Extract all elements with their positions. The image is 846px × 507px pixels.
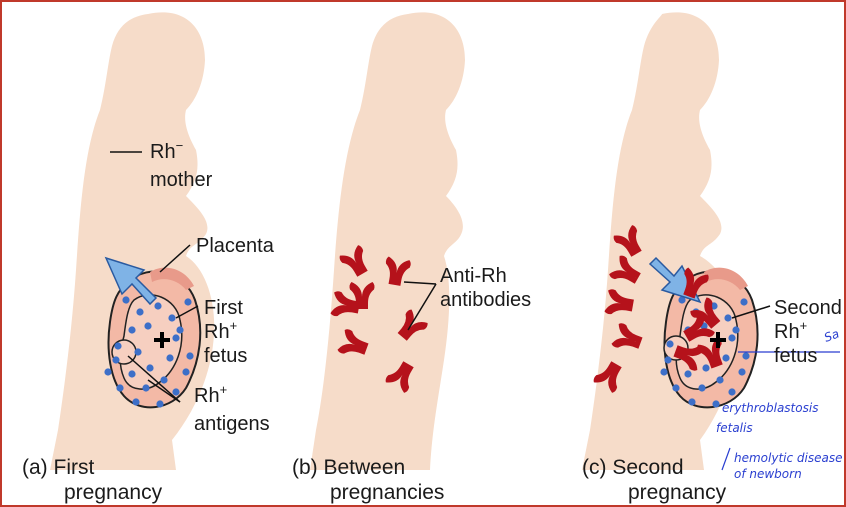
label-rh-antigen: Rh+ (194, 382, 227, 407)
label-placenta: Placenta (196, 235, 275, 257)
rbc-dot (672, 384, 679, 391)
ink-edge-note: Sa (822, 327, 841, 345)
rbc-dot (740, 298, 747, 305)
rbc-dot (182, 368, 189, 375)
rbc-dot (168, 314, 175, 321)
label-rh-plus-a: Rh+ (204, 318, 237, 343)
rbc-dot (184, 298, 191, 305)
label-second: Second (774, 297, 842, 319)
rbc-dot (146, 364, 153, 371)
rbc-dot (688, 398, 695, 405)
rbc-dot (104, 368, 111, 375)
rbc-dot (156, 400, 163, 407)
label-mother: mother (150, 169, 213, 191)
label-fetus-a: fetus (204, 345, 247, 367)
panel-b: Anti-Rh antibodies (b) Between pregnanci… (292, 12, 531, 504)
rbc-dot (176, 326, 183, 333)
rbc-dot (684, 370, 691, 377)
ink-fetalis: fetalis (716, 421, 753, 435)
rbc-dot (128, 326, 135, 333)
caption-b-line2: pregnancies (330, 481, 444, 504)
rbc-dot (128, 370, 135, 377)
rbc-dot (660, 368, 667, 375)
rbc-dot (664, 356, 671, 363)
label-antigens: antigens (194, 413, 270, 435)
panel-a: Rh− mother Placenta First Rh+ fetus Rh+ … (22, 12, 275, 504)
rbc-dot (112, 356, 119, 363)
rbc-dot (732, 326, 739, 333)
rbc-dot (160, 376, 167, 383)
panel-c: Second Rh+ fetus Sa (c) Second pregnancy… (582, 12, 842, 504)
rbc-dot (154, 302, 161, 309)
rbc-dot (712, 400, 719, 407)
ink-erythroblastosis: erythroblastosis (722, 401, 818, 415)
caption-a-line1: (a) First (22, 456, 94, 479)
rbc-dot (132, 398, 139, 405)
rbc-dot (142, 384, 149, 391)
ink-slash (722, 448, 730, 470)
rbc-dot (172, 334, 179, 341)
rbc-dot (114, 342, 121, 349)
caption-c-line2: pregnancy (628, 481, 727, 504)
rbc-dot (702, 364, 709, 371)
rbc-dot (134, 348, 141, 355)
rbc-dot (716, 376, 723, 383)
label-fetus-c: fetus (774, 345, 817, 367)
rbc-dot (722, 354, 729, 361)
mother-silhouette-b (310, 12, 465, 470)
ink-newborn: of newborn (734, 467, 802, 481)
label-antibodies: antibodies (440, 289, 531, 311)
rbc-dot (724, 314, 731, 321)
label-anti-rh: Anti-Rh (440, 265, 507, 287)
rbc-dot (728, 388, 735, 395)
rbc-dot (166, 354, 173, 361)
rbc-dot (698, 384, 705, 391)
rbc-dot (172, 388, 179, 395)
caption-b-line1: (b) Between (292, 456, 405, 479)
rbc-dot (742, 352, 749, 359)
caption-c-line1: (c) Second (582, 456, 684, 479)
rbc-dot (186, 352, 193, 359)
rbc-dot (122, 296, 129, 303)
rbc-dot (136, 308, 143, 315)
ink-hemolytic: hemolytic disease (734, 451, 842, 465)
label-first: First (204, 297, 243, 319)
label-rh-plus-c: Rh+ (774, 318, 807, 343)
rbc-dot (666, 340, 673, 347)
rbc-dot (144, 322, 151, 329)
rbc-dot (116, 384, 123, 391)
caption-a-line2: pregnancy (64, 481, 163, 504)
rbc-dot (738, 368, 745, 375)
rbc-dot (728, 334, 735, 341)
